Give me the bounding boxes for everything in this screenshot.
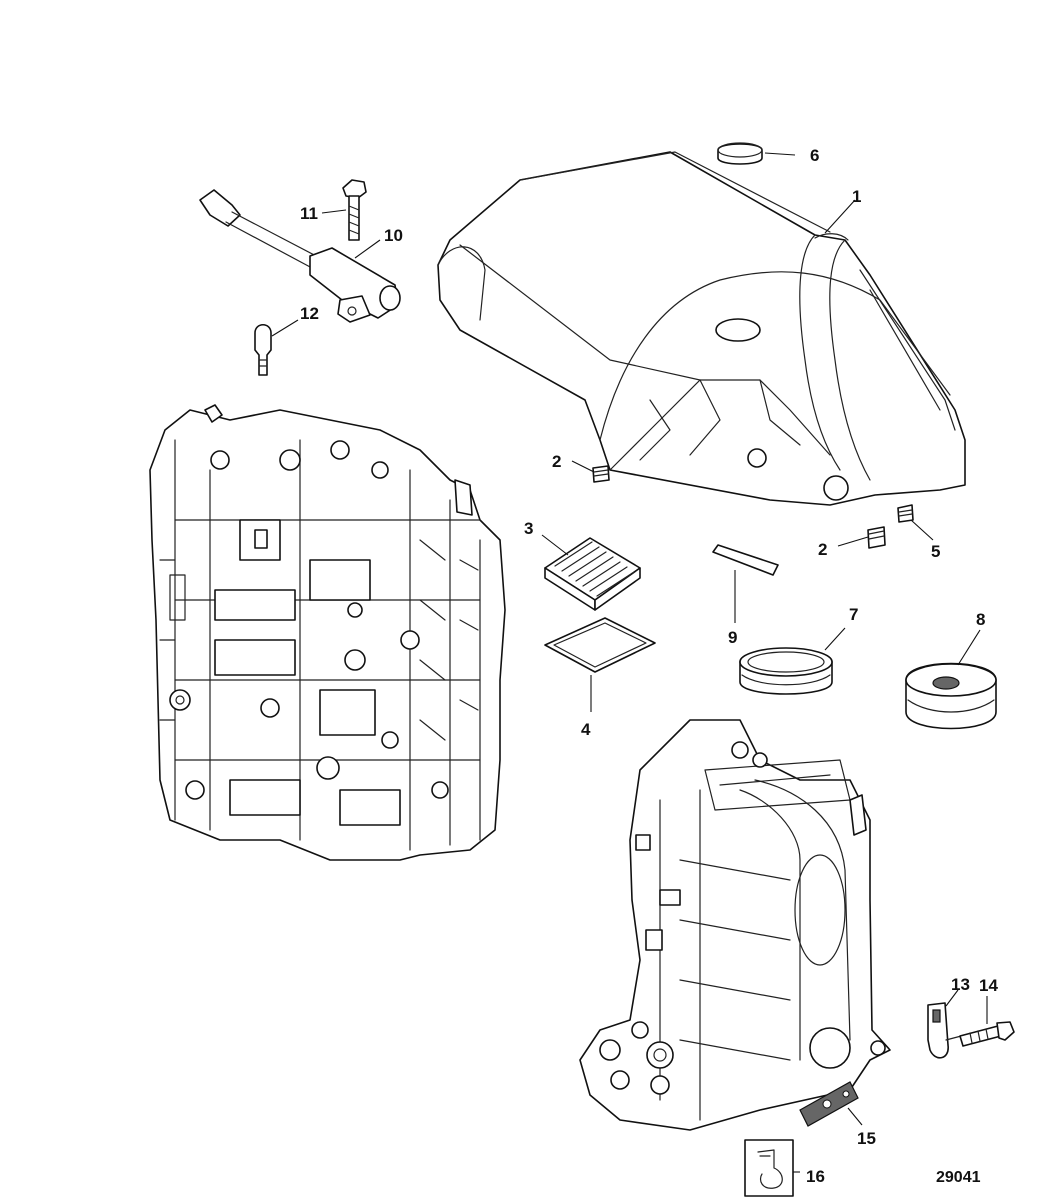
leader-lines bbox=[271, 152, 988, 1173]
callout-4: 4 bbox=[581, 720, 591, 739]
callout-7: 7 bbox=[849, 605, 858, 624]
callout-12: 12 bbox=[300, 304, 319, 323]
grommet-part-5 bbox=[897, 504, 914, 523]
engine-block bbox=[149, 404, 506, 861]
sensor-part-10 bbox=[199, 189, 401, 323]
cap-part-6 bbox=[717, 142, 763, 165]
gasket-part-4 bbox=[544, 617, 656, 673]
intake-manifold bbox=[579, 719, 891, 1131]
decal-part-16 bbox=[744, 1139, 794, 1197]
grommet-part-2b bbox=[867, 526, 886, 549]
strip-part-9 bbox=[712, 544, 779, 576]
callout-9: 9 bbox=[728, 628, 737, 647]
callout-15: 15 bbox=[857, 1129, 876, 1148]
callout-3: 3 bbox=[524, 519, 533, 538]
callout-11: 11 bbox=[300, 204, 318, 223]
bolt-part-11 bbox=[342, 179, 367, 241]
callout-14: 14 bbox=[979, 976, 998, 995]
ring-seal-part-7 bbox=[739, 647, 833, 695]
callout-6: 6 bbox=[810, 146, 819, 165]
callout-5: 5 bbox=[931, 542, 940, 561]
callout-labels: 1 2 2 3 4 5 6 7 8 9 10 11 12 13 14 15 16… bbox=[300, 146, 998, 1186]
callout-1: 1 bbox=[852, 187, 861, 206]
callout-16: 16 bbox=[806, 1167, 825, 1186]
callout-13: 13 bbox=[951, 975, 970, 994]
callout-2a: 2 bbox=[552, 452, 561, 471]
reference-number: 29041 bbox=[936, 1169, 981, 1186]
plate-part-15 bbox=[799, 1081, 859, 1127]
callout-8: 8 bbox=[976, 610, 985, 629]
grommet-part-2a bbox=[592, 465, 610, 483]
callout-10: 10 bbox=[384, 226, 403, 245]
pin-part-12 bbox=[254, 323, 272, 376]
seal-part-8 bbox=[905, 662, 997, 730]
filter-element-part-3 bbox=[544, 537, 641, 611]
callout-2b: 2 bbox=[818, 540, 827, 559]
intake-cover-part-1 bbox=[437, 151, 966, 506]
bracket-part-13 bbox=[927, 1002, 966, 1059]
bolt-part-14 bbox=[959, 1021, 1015, 1047]
